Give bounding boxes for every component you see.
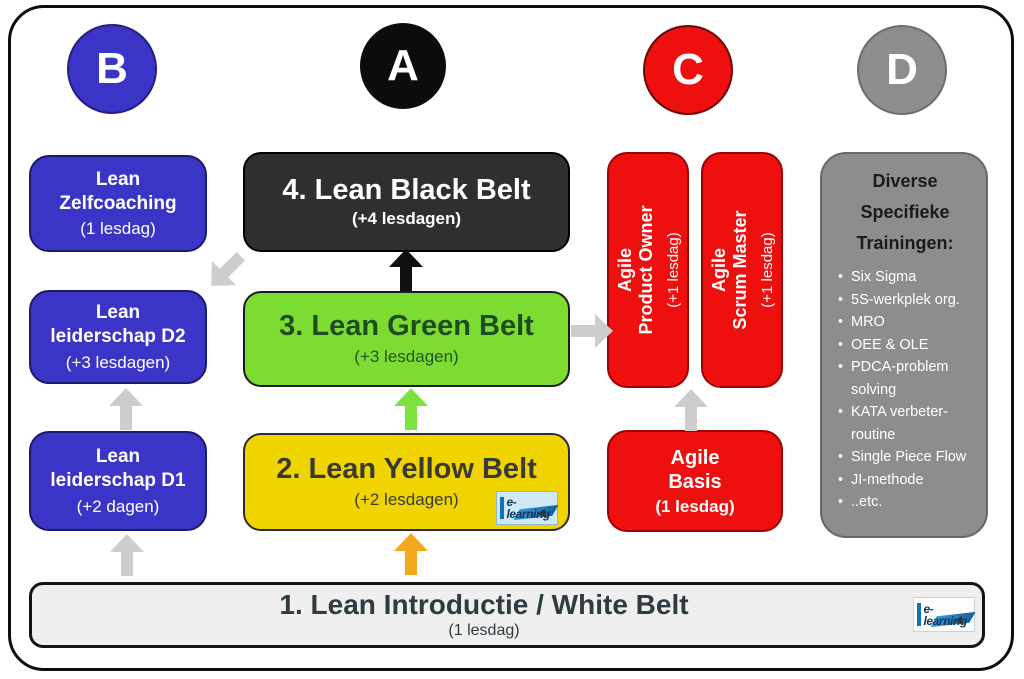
box-title: 3. Lean Green Belt [279, 310, 534, 343]
arrow-green-to-black [389, 249, 423, 291]
arrow-head-icon [674, 389, 708, 407]
box-title: Product Owner [635, 205, 656, 335]
badge-bar [917, 603, 922, 626]
box-lean-leiderschap-d2: Lean leiderschap D2 (+3 lesdagen) [29, 290, 207, 384]
badge-bar [500, 497, 505, 519]
box-title: Agile [614, 248, 635, 293]
box-agile-scrum-master: Agile Scrum Master (+1 lesdag) [701, 152, 783, 388]
box-subtitle: (1 lesdag) [655, 496, 735, 516]
box-subtitle: (1 lesdag) [80, 219, 156, 239]
box-title: Agile [708, 248, 729, 293]
box-title: Zelfcoaching [59, 192, 177, 214]
list-item: KATA verbeter-routine [838, 401, 976, 446]
box-subtitle: (+2 lesdagen) [354, 489, 459, 509]
box-subtitle: (+4 lesdagen) [351, 209, 462, 229]
header-circle-a: A [360, 23, 446, 109]
trainingen-list: Six Sigma5S-werkplek org.MROOEE & OLEPDC… [832, 266, 978, 514]
list-item: OEE & OLE [838, 334, 976, 357]
elearning-label: e-learning [923, 601, 967, 628]
box-lean-leiderschap-d1: Lean leiderschap D1 (+2 dagen) [29, 431, 207, 531]
box-title: Lean [95, 168, 141, 190]
arrow-greenbelt-to-agile [571, 314, 613, 348]
box-subtitle: (+1 lesdag) [664, 232, 682, 308]
header-circle-c: C [643, 25, 733, 115]
box-title: leiderschap D2 [50, 326, 186, 347]
box-lean-green-belt: 3. Lean Green Belt (+3 lesdagen) [243, 291, 570, 387]
box-subtitle: (+1 lesdag) [758, 232, 776, 308]
arrow-d1-to-d2 [109, 388, 143, 430]
arrow-head-icon [394, 533, 428, 551]
elearning-badge: e-learning [496, 491, 559, 525]
box-title: Diverse [872, 171, 938, 191]
box-diverse-trainingen: Diverse Specifieke Trainingen: Six Sigma… [820, 152, 988, 538]
list-item: 5S-werkplek org. [838, 289, 976, 312]
box-lean-zelfcoaching: Lean Zelfcoaching (1 lesdag) [29, 155, 207, 252]
list-item: ..etc. [838, 491, 976, 514]
list-item: JI-methode [838, 469, 976, 492]
arrow-head-icon [394, 388, 428, 406]
circle-b-label: B [96, 44, 128, 93]
arrow-yellow-to-green [394, 388, 428, 430]
box-title: Lean [95, 446, 141, 468]
box-title: Lean [95, 302, 141, 324]
box-subtitle: (+2 dagen) [76, 496, 160, 516]
arrow-head-icon [110, 534, 144, 552]
rotated-text: Agile Product Owner (+1 lesdag) [607, 152, 689, 388]
header-circle-b: B [67, 24, 157, 114]
list-item: PDCA-problem solving [838, 356, 976, 401]
box-title: Agile [670, 446, 720, 469]
box-agile-product-owner: Agile Product Owner (+1 lesdag) [607, 152, 689, 388]
box-lean-yellow-belt: 2. Lean Yellow Belt (+2 lesdagen) [243, 433, 570, 531]
rotated-text: Agile Scrum Master (+1 lesdag) [701, 152, 783, 388]
circle-c-label: C [672, 45, 704, 94]
box-title: 4. Lean Black Belt [282, 173, 531, 206]
box-subtitle: (+3 lesdagen) [65, 352, 171, 372]
arrow-white-to-yellow [394, 533, 428, 575]
box-title: Scrum Master [729, 210, 750, 330]
circle-d-label: D [886, 45, 918, 94]
box-title: 2. Lean Yellow Belt [276, 453, 537, 486]
arrow-white-to-d1 [110, 534, 144, 576]
list-item: Six Sigma [838, 266, 976, 289]
circle-a-label: A [387, 41, 419, 90]
header-circle-d: D [857, 25, 947, 115]
box-lean-introductie-white-belt: 1. Lean Introductie / White Belt (1 lesd… [29, 582, 985, 648]
box-subtitle: (1 lesdag) [448, 621, 520, 639]
box-title: Specifieke [860, 202, 950, 222]
box-title: Trainingen: [856, 233, 954, 253]
arrow-head-icon [389, 249, 423, 267]
box-title: Basis [668, 470, 722, 493]
box-agile-basis: Agile Basis (1 lesdag) [607, 430, 783, 532]
box-subtitle: (+3 lesdagen) [354, 346, 459, 366]
arrow-basis-to-agile [674, 389, 708, 431]
list-item: Single Piece Flow [838, 446, 976, 469]
box-lean-black-belt: 4. Lean Black Belt (+4 lesdagen) [243, 152, 570, 252]
elearning-label: e-learning [506, 495, 550, 521]
elearning-badge: e-learning [913, 597, 976, 632]
box-title: leiderschap D1 [50, 470, 186, 491]
list-item: MRO [838, 311, 976, 334]
arrow-head-icon [595, 314, 613, 348]
arrow-head-icon [109, 388, 143, 406]
box-title: 1. Lean Introductie / White Belt [279, 589, 689, 621]
